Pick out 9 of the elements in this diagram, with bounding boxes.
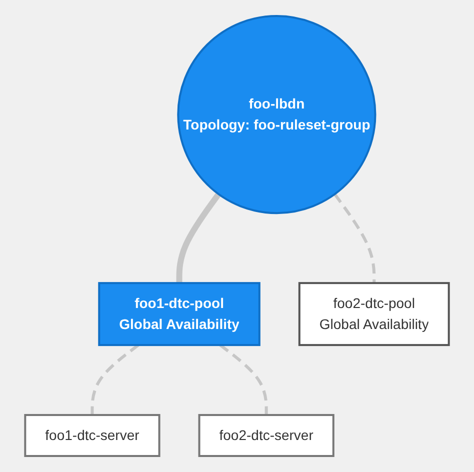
- connector: [176, 192, 222, 284]
- node-box: foo1-dtc-server: [24, 414, 160, 457]
- node-circle: foo-lbdn Topology: foo-ruleset-group: [177, 15, 376, 214]
- node-box: foo1-dtc-pool Global Availability: [98, 282, 260, 346]
- connector: [334, 193, 376, 284]
- node-box: foo2-dtc-server: [198, 414, 334, 457]
- connector: [90, 344, 140, 416]
- node-box: foo2-dtc-pool Global Availability: [298, 282, 450, 346]
- connector: [219, 344, 268, 416]
